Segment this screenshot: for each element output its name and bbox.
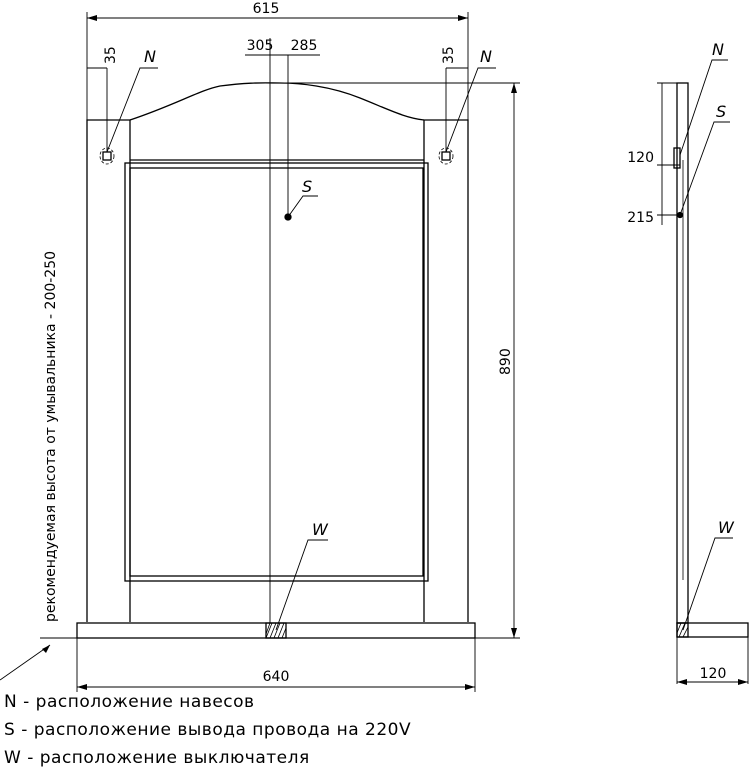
- dim-label-35-right: 35: [441, 46, 457, 64]
- legend-hooks: N - расположение навесов: [4, 692, 255, 712]
- base-shelf: [76, 622, 476, 639]
- left-pillar: [86, 119, 131, 622]
- legend-switch: W - расположение выключателя: [4, 748, 310, 768]
- side-switch-hatch: [676, 622, 689, 638]
- rec-height-leader: [0, 644, 51, 681]
- arch-top: [129, 82, 425, 121]
- recommended-height-text: рекомендуемая высота от умывальника - 20…: [43, 251, 59, 622]
- dim-label-285: 285: [291, 38, 318, 54]
- dim-label-615: 615: [253, 1, 280, 17]
- hook-left-icon: [102, 151, 112, 161]
- label-hook-left: N: [144, 47, 156, 66]
- side-label-switch: W: [718, 518, 735, 537]
- mirror-frame-inner: [129, 167, 424, 577]
- label-switch: W: [312, 520, 329, 539]
- dim-label-640: 640: [263, 669, 290, 685]
- side-label-hook: N: [712, 40, 724, 59]
- side-dim-label-depth: 120: [700, 666, 727, 682]
- mirror-frame-outer: [124, 162, 429, 582]
- right-pillar: [423, 119, 469, 622]
- side-switch-box: [676, 622, 689, 638]
- side-label-outlet: S: [716, 102, 726, 121]
- side-outlet-leader: [679, 121, 730, 216]
- rec-height-arrow: [42, 645, 50, 653]
- side-hook-icon: [673, 147, 681, 169]
- dim-label-890: 890: [498, 348, 514, 375]
- side-dim-label-120: 120: [627, 150, 654, 166]
- switch-hatch: [265, 622, 287, 639]
- side-dim-label-215: 215: [627, 210, 654, 226]
- side-view: [657, 59, 749, 685]
- side-switch-leader: [682, 537, 733, 631]
- switch-leader: [275, 539, 328, 631]
- side-hook-leader: [679, 59, 728, 156]
- hook-right-leader: [445, 67, 496, 153]
- outlet-leader: [287, 195, 318, 218]
- hook-right-icon: [441, 151, 451, 161]
- dim-label-305: 305: [247, 38, 274, 54]
- dim-label-35-left: 35: [103, 46, 119, 64]
- hook-left-leader: [106, 67, 158, 153]
- label-hook-right: N: [480, 47, 492, 66]
- front-view: [0, 12, 520, 692]
- legend-outlet: S - расположение вывода провода на 220V: [4, 720, 412, 740]
- label-outlet: S: [302, 177, 312, 196]
- side-panel: [676, 82, 689, 624]
